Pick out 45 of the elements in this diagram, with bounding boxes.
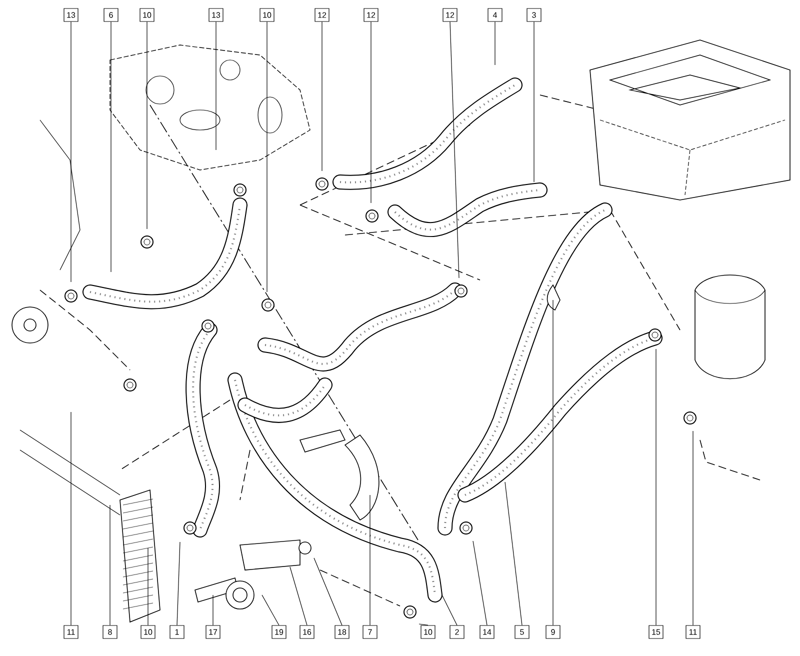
callout-number: 11 bbox=[686, 625, 700, 639]
callout-number: 13 bbox=[208, 8, 224, 22]
leader-line bbox=[266, 22, 268, 292]
leader-line bbox=[692, 430, 694, 626]
callout-number: 12 bbox=[364, 8, 378, 22]
leader-line bbox=[146, 22, 148, 230]
callout-number: 10 bbox=[140, 8, 154, 22]
leader-line bbox=[110, 22, 112, 272]
callout-number: 1 bbox=[170, 625, 184, 639]
callout-number: 9 bbox=[546, 625, 560, 639]
callout-number: 3 bbox=[526, 8, 542, 22]
callout-number: 5 bbox=[514, 625, 530, 639]
callout-number: 19 bbox=[272, 625, 286, 639]
callout-number: 4 bbox=[488, 8, 502, 22]
callout-number: 7 bbox=[362, 625, 378, 639]
callout-number: 10 bbox=[260, 8, 274, 22]
leader-line bbox=[552, 300, 554, 626]
leader-line bbox=[70, 412, 72, 626]
leader-line bbox=[450, 22, 460, 278]
leader-line bbox=[370, 22, 372, 204]
leader-line bbox=[504, 482, 522, 626]
leader-line bbox=[314, 558, 342, 626]
leader-line bbox=[212, 594, 214, 626]
callout-number: 8 bbox=[102, 625, 118, 639]
callout-number: 12 bbox=[314, 8, 330, 22]
leader-line bbox=[70, 22, 72, 282]
callout-number: 12 bbox=[442, 8, 458, 22]
callout-number: 10 bbox=[140, 625, 156, 639]
callout-number: 2 bbox=[450, 625, 464, 639]
leader-line bbox=[442, 594, 458, 626]
leader-line bbox=[494, 22, 496, 66]
leader-line bbox=[262, 594, 280, 626]
callout-number: 6 bbox=[104, 8, 118, 22]
leader-line bbox=[176, 542, 180, 626]
callout-number: 17 bbox=[206, 625, 220, 639]
callout-number: 11 bbox=[64, 625, 78, 639]
leader-line bbox=[290, 566, 308, 626]
callout-number: 16 bbox=[300, 625, 314, 639]
callout-number: 15 bbox=[648, 625, 664, 639]
leader-line bbox=[418, 624, 428, 626]
callout-number: 10 bbox=[420, 625, 436, 639]
callout-number: 13 bbox=[64, 8, 78, 22]
callout-number: 14 bbox=[480, 625, 494, 639]
callout-number: 18 bbox=[334, 625, 350, 639]
leader-line bbox=[472, 540, 488, 626]
